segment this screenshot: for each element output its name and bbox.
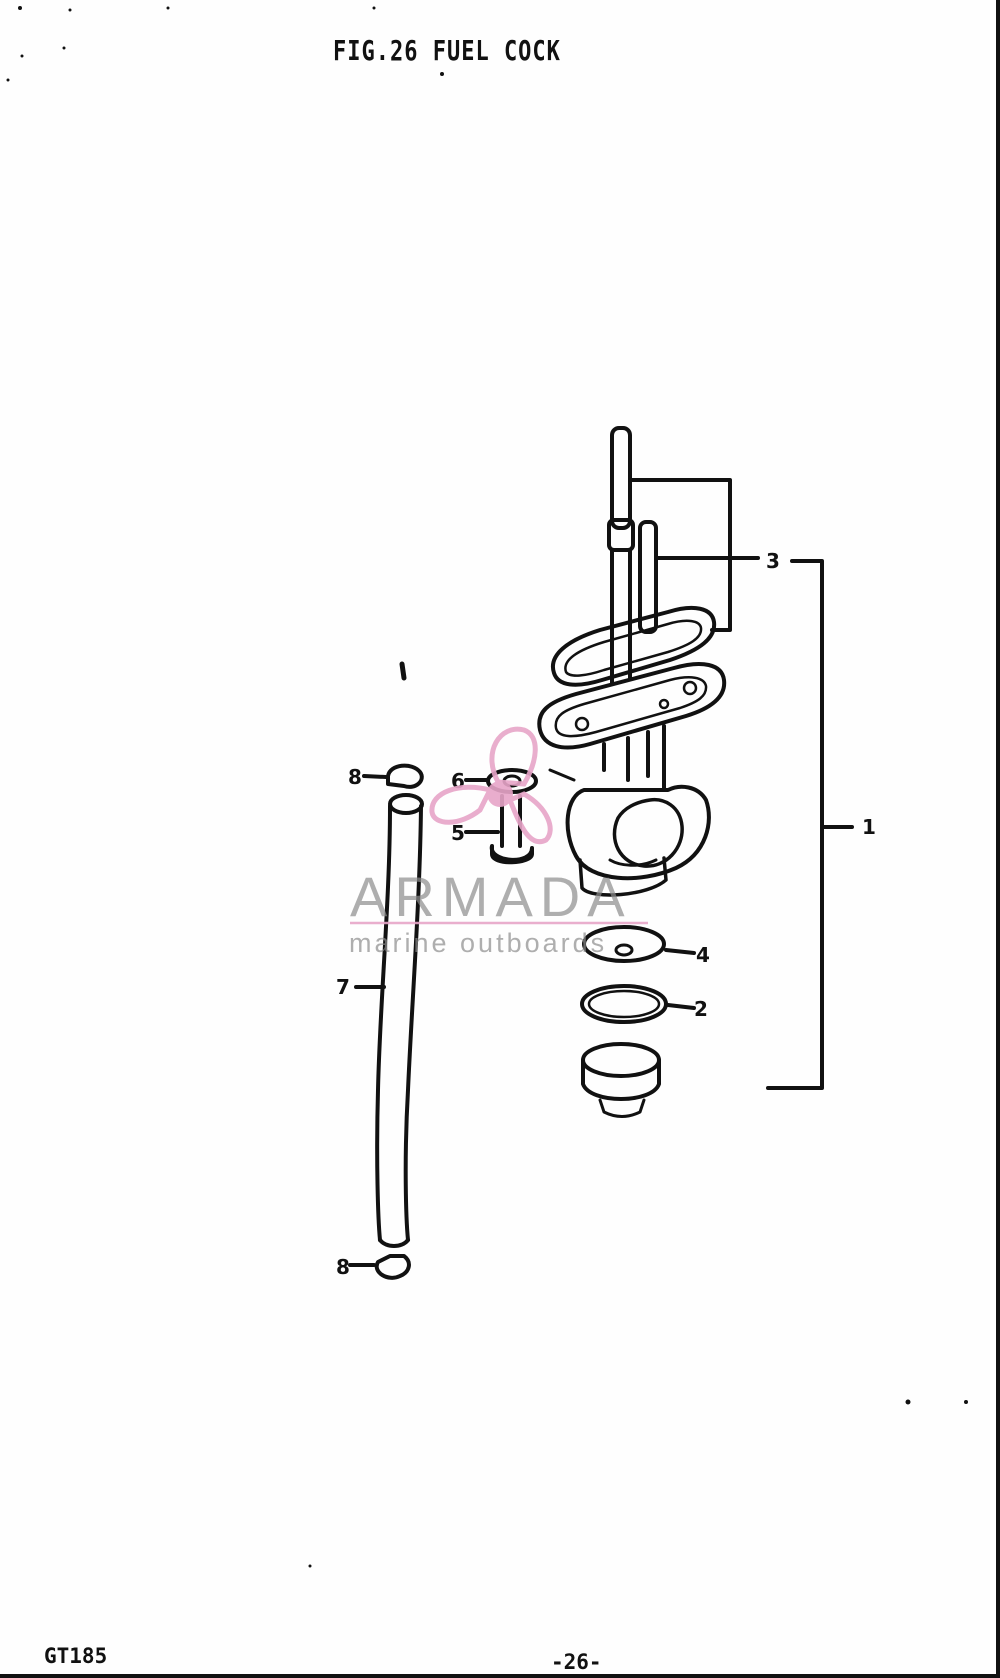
armada-watermark: [350, 726, 648, 925]
callout-3: 3: [766, 549, 780, 573]
fuel-hose: [375, 793, 424, 1248]
cock-body: [602, 724, 666, 792]
o-ring-small: [582, 925, 666, 963]
callout-5: 5: [451, 821, 465, 845]
callout-7: 7: [336, 975, 350, 999]
hose-clamp-top: [386, 763, 424, 789]
hose-clamp-bottom: [374, 1254, 411, 1280]
callout-8-top: 8: [348, 765, 362, 789]
propeller-logo-icon: [429, 726, 553, 845]
watermark-tagline: marine outboards: [349, 928, 607, 958]
model-code: GT185: [44, 1644, 108, 1668]
callout-4: 4: [696, 943, 710, 967]
fuel-standpipe-tall: [607, 426, 635, 714]
cock-gasket: [550, 605, 717, 687]
callout-1: 1: [862, 815, 876, 839]
figure-title: FIG.26 FUEL COCK: [333, 36, 561, 68]
page-edge-right: [996, 0, 1000, 1678]
lever-knob: [612, 797, 684, 868]
scan-specks: [6, 6, 968, 1568]
sediment-cup: [581, 1042, 661, 1118]
fuel-standpipe-short: [638, 520, 658, 634]
cup-gasket: [580, 984, 668, 1024]
cock-flange: [537, 662, 727, 750]
page-edge-bottom: [0, 1674, 1000, 1678]
callout-2: 2: [694, 997, 708, 1021]
bracket-part-1: [766, 559, 824, 1090]
watermark-brand: ARMADA: [350, 865, 632, 928]
callout-8-bottom: 8: [336, 1255, 350, 1279]
page-number: -26-: [551, 1650, 602, 1674]
